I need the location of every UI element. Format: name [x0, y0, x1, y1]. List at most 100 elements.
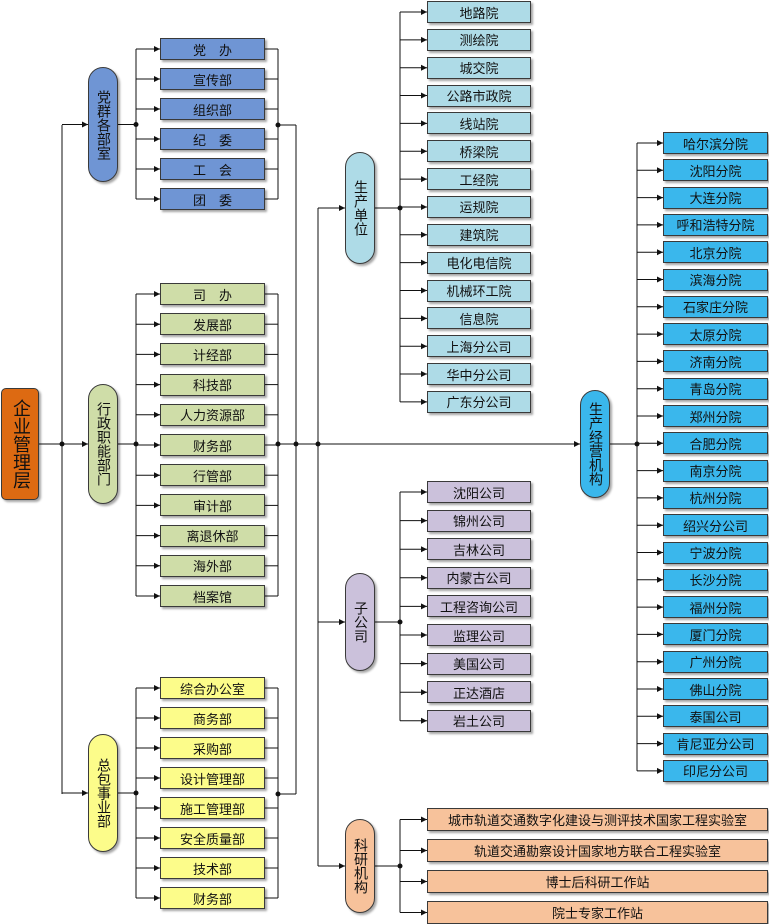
contract-item: 施工管理部	[160, 797, 265, 819]
unit-production: 生产单位	[345, 152, 375, 264]
admin-item: 财务部	[160, 434, 265, 456]
subsidiary-item: 监理公司	[427, 624, 531, 646]
contract-item: 财务部	[160, 887, 265, 909]
arrowhead	[421, 259, 427, 266]
arrowhead	[657, 413, 663, 419]
arrowhead	[154, 775, 160, 781]
arrowhead	[657, 331, 663, 338]
production-item: 华中分公司	[427, 363, 531, 386]
arrowhead	[657, 303, 663, 310]
branch-item: 佛山分院	[663, 678, 768, 700]
arrowhead	[657, 440, 663, 447]
arrowhead	[657, 658, 663, 665]
branch-item: 广州分院	[663, 650, 768, 673]
arrowhead	[657, 549, 663, 556]
production-item: 上海分公司	[427, 335, 531, 358]
subsidiary-item: 吉林公司	[427, 538, 531, 561]
branch-item: 厦门分院	[663, 623, 768, 646]
admin-item: 行管部	[160, 464, 265, 487]
arrowhead	[421, 603, 427, 610]
party-item: 党 办	[160, 38, 265, 60]
arrowhead	[421, 231, 427, 238]
arrowhead	[154, 502, 160, 509]
arrowhead	[154, 532, 160, 539]
arrowhead	[154, 745, 160, 751]
production-item: 工经院	[427, 168, 531, 191]
arrowhead	[339, 863, 345, 869]
arrowhead	[657, 194, 663, 201]
branch-item: 长沙分院	[663, 568, 768, 591]
branch-item: 印尼分公司	[663, 759, 768, 782]
group-admin: 行政职能部门	[88, 384, 118, 504]
junction-dot	[275, 791, 281, 797]
arrowhead	[421, 816, 427, 823]
admin-item: 司 办	[160, 283, 265, 305]
junction-dot	[275, 441, 281, 447]
admin-item: 审计部	[160, 494, 265, 517]
production-item: 测绘院	[427, 28, 531, 51]
branch-item: 南京分院	[663, 459, 768, 482]
research-item: 轨道交通勘察设计国家地方联合工程实验室	[427, 839, 768, 862]
subsidiary-item: 岩土公司	[427, 709, 531, 732]
production-item: 运规院	[427, 195, 531, 218]
production-item: 广东分公司	[427, 390, 531, 413]
production-item: 建筑院	[427, 223, 531, 246]
research-item: 院士专家工作站	[427, 901, 768, 924]
contract-item: 采购部	[160, 737, 265, 759]
arrowhead	[574, 441, 580, 447]
admin-item: 海外部	[160, 554, 265, 577]
junction-dot	[275, 122, 281, 128]
branch-item: 太原分院	[663, 323, 768, 346]
arrowhead	[657, 358, 663, 365]
branch-item: 石家庄分院	[663, 295, 768, 318]
branch-item: 杭州分院	[663, 486, 768, 509]
arrowhead	[657, 767, 663, 774]
arrowhead	[421, 632, 427, 638]
arrowhead	[657, 221, 663, 228]
arrowhead	[421, 689, 427, 696]
branch-item: 沈阳分院	[663, 159, 768, 182]
arrowhead	[657, 140, 663, 146]
admin-item: 人力资源部	[160, 403, 265, 426]
branch-item: 宁波分院	[663, 541, 768, 564]
subsidiary-item: 美国公司	[427, 652, 531, 675]
contract-item: 安全质量部	[160, 827, 265, 849]
group-party: 党群各部室	[88, 67, 118, 182]
arrowhead	[421, 64, 427, 71]
subsidiary-item: 锦州公司	[427, 509, 531, 532]
branch-item: 肯尼亚分公司	[663, 732, 768, 755]
arrowhead	[154, 472, 160, 479]
arrowhead	[657, 604, 663, 611]
unit-research: 科研机构	[345, 819, 375, 913]
arrowhead	[421, 36, 427, 43]
branch-item: 滨海分院	[663, 268, 768, 291]
contract-item: 综合办公室	[160, 677, 265, 699]
subsidiary-item: 正达酒店	[427, 681, 531, 704]
contract-item: 商务部	[160, 707, 265, 729]
arrowhead	[421, 878, 427, 885]
production-item: 公路市政院	[427, 84, 531, 107]
arrowhead	[657, 522, 663, 529]
arrowhead	[154, 715, 160, 721]
arrowhead	[154, 835, 160, 841]
arrowhead	[421, 371, 427, 378]
arrowhead	[154, 411, 160, 418]
arrowhead	[421, 660, 427, 667]
arrowhead	[421, 148, 427, 155]
arrowhead	[339, 205, 345, 211]
party-item: 团 委	[160, 188, 265, 210]
arrowhead	[421, 9, 427, 15]
arrowhead	[421, 546, 427, 553]
arrowhead	[154, 106, 160, 112]
production-item: 电化电信院	[427, 251, 531, 274]
party-item: 纪 委	[160, 128, 265, 150]
arrowhead	[421, 287, 427, 294]
arrowhead	[657, 713, 663, 720]
arrowhead	[657, 494, 663, 501]
arrowhead	[154, 291, 160, 297]
arrowhead	[657, 167, 663, 174]
branch-item: 郑州分院	[663, 405, 768, 427]
arrowhead	[421, 120, 427, 127]
